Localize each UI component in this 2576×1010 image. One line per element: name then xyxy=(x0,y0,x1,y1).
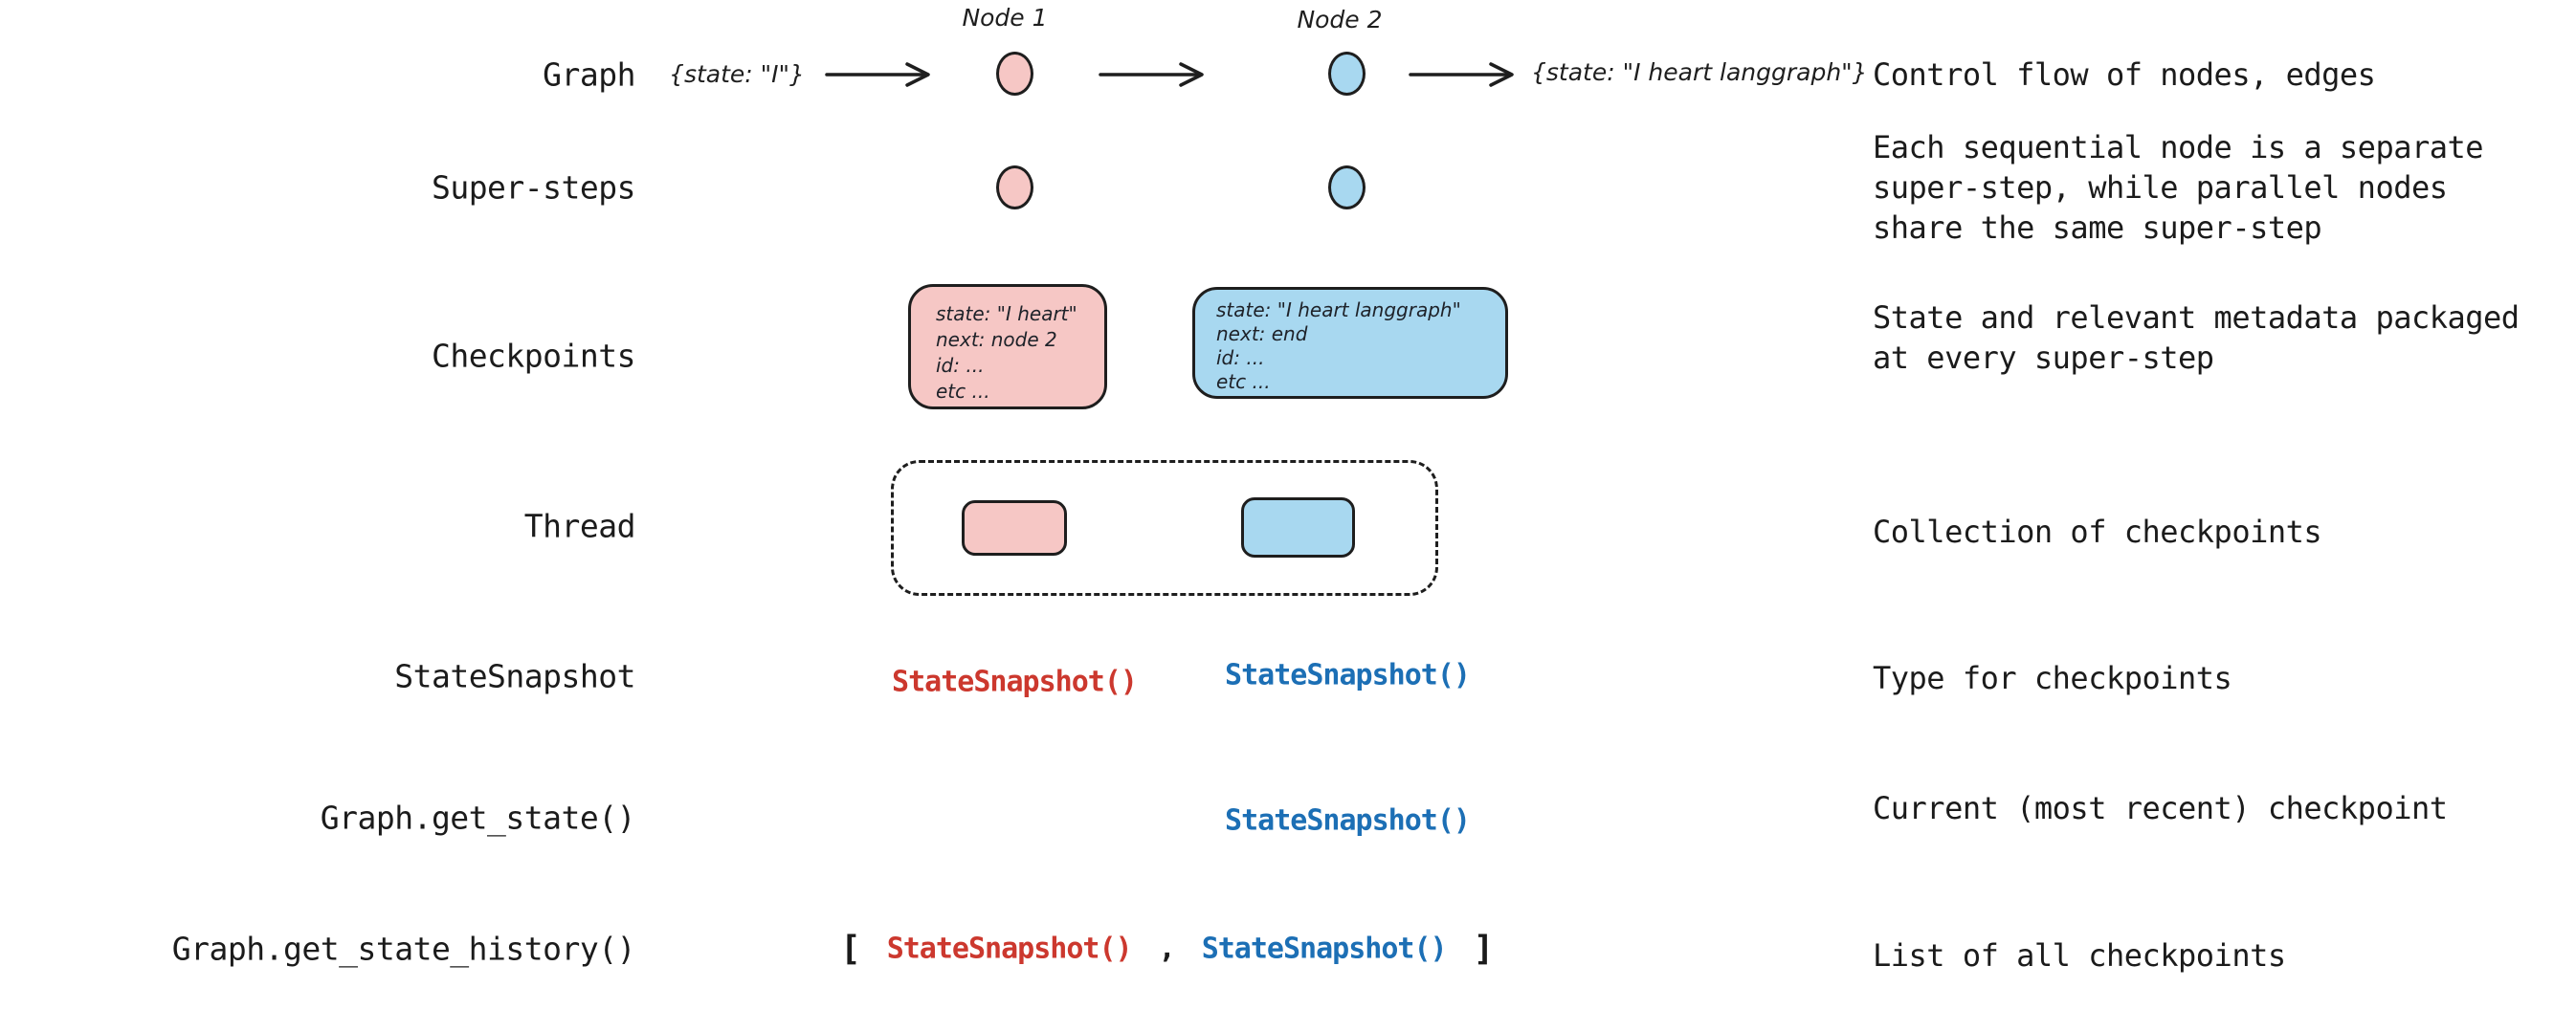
checkpoint-blue-line: state: "I heart langgraph" xyxy=(1216,298,1461,321)
super-step-node1-circle xyxy=(996,165,1033,209)
row-label-super-steps: Super-steps xyxy=(431,168,636,207)
row-label-statesnapshot: StateSnapshot xyxy=(394,657,635,695)
row-label-graph: Graph xyxy=(543,55,635,94)
thread-checkpoint-blue xyxy=(1241,497,1355,558)
thread-checkpoint-pink xyxy=(962,500,1067,556)
row-desc-thread: Collection of checkpoints xyxy=(1873,514,2322,550)
row-desc-super-steps: Each sequential node is a separate super… xyxy=(1873,129,2484,246)
history-red-code: StateSnapshot() xyxy=(886,932,1133,966)
row-desc-get-state: Current (most recent) checkpoint xyxy=(1873,790,2448,826)
flow-arrow xyxy=(1409,62,1514,87)
row-label-get-state: Graph.get_state() xyxy=(320,799,636,837)
list-comma: , xyxy=(1158,932,1176,966)
node2-circle xyxy=(1328,52,1366,96)
history-blue-code: StateSnapshot() xyxy=(1201,932,1448,966)
checkpoint-pink-line: state: "I heart" xyxy=(936,302,1077,325)
node2-title: Node 2 xyxy=(1297,6,1383,33)
input-state-text: {state: "I"} xyxy=(669,60,805,88)
node1-title: Node 1 xyxy=(962,4,1048,32)
output-state-text: {state: "I heart langgraph"} xyxy=(1531,58,1868,86)
row-desc-statesnapshot: Type for checkpoints xyxy=(1873,660,2232,696)
open-bracket: [ xyxy=(840,929,861,969)
super-step-node2-circle xyxy=(1328,165,1366,209)
flow-arrow xyxy=(825,62,930,87)
row-desc-get-state-history: List of all checkpoints xyxy=(1873,937,2286,974)
checkpoint-box-pink: state: "I heart" next: node 2 id: ... et… xyxy=(908,284,1107,409)
checkpoint-blue-line: id: ... xyxy=(1216,346,1265,369)
statesnapshot-red-code: StateSnapshot() xyxy=(892,665,1138,699)
row-label-thread: Thread xyxy=(523,507,636,545)
row-label-get-state-history: Graph.get_state_history() xyxy=(171,930,636,968)
row-desc-graph: Control flow of nodes, edges xyxy=(1873,56,2376,93)
get-state-history-result: [ StateSnapshot() , StateSnapshot() ] xyxy=(840,929,1495,969)
flow-arrow xyxy=(1099,62,1204,87)
thread-dashed-box xyxy=(891,460,1438,596)
checkpoint-box-blue: state: "I heart langgraph" next: end id:… xyxy=(1192,287,1508,399)
close-bracket: ] xyxy=(1473,929,1495,969)
checkpoint-pink-line: next: node 2 xyxy=(936,328,1057,351)
checkpoint-blue-line: next: end xyxy=(1216,322,1308,345)
checkpoint-blue-line: etc ... xyxy=(1216,370,1271,393)
checkpoint-pink-line: etc ... xyxy=(936,380,990,403)
row-desc-checkpoints: State and relevant metadata packaged at … xyxy=(1873,299,2520,376)
get-state-result-code: StateSnapshot() xyxy=(1225,803,1471,838)
node1-circle xyxy=(996,52,1033,96)
statesnapshot-blue-code: StateSnapshot() xyxy=(1225,658,1471,692)
checkpoint-pink-line: id: ... xyxy=(936,354,985,377)
row-label-checkpoints: Checkpoints xyxy=(431,337,636,375)
